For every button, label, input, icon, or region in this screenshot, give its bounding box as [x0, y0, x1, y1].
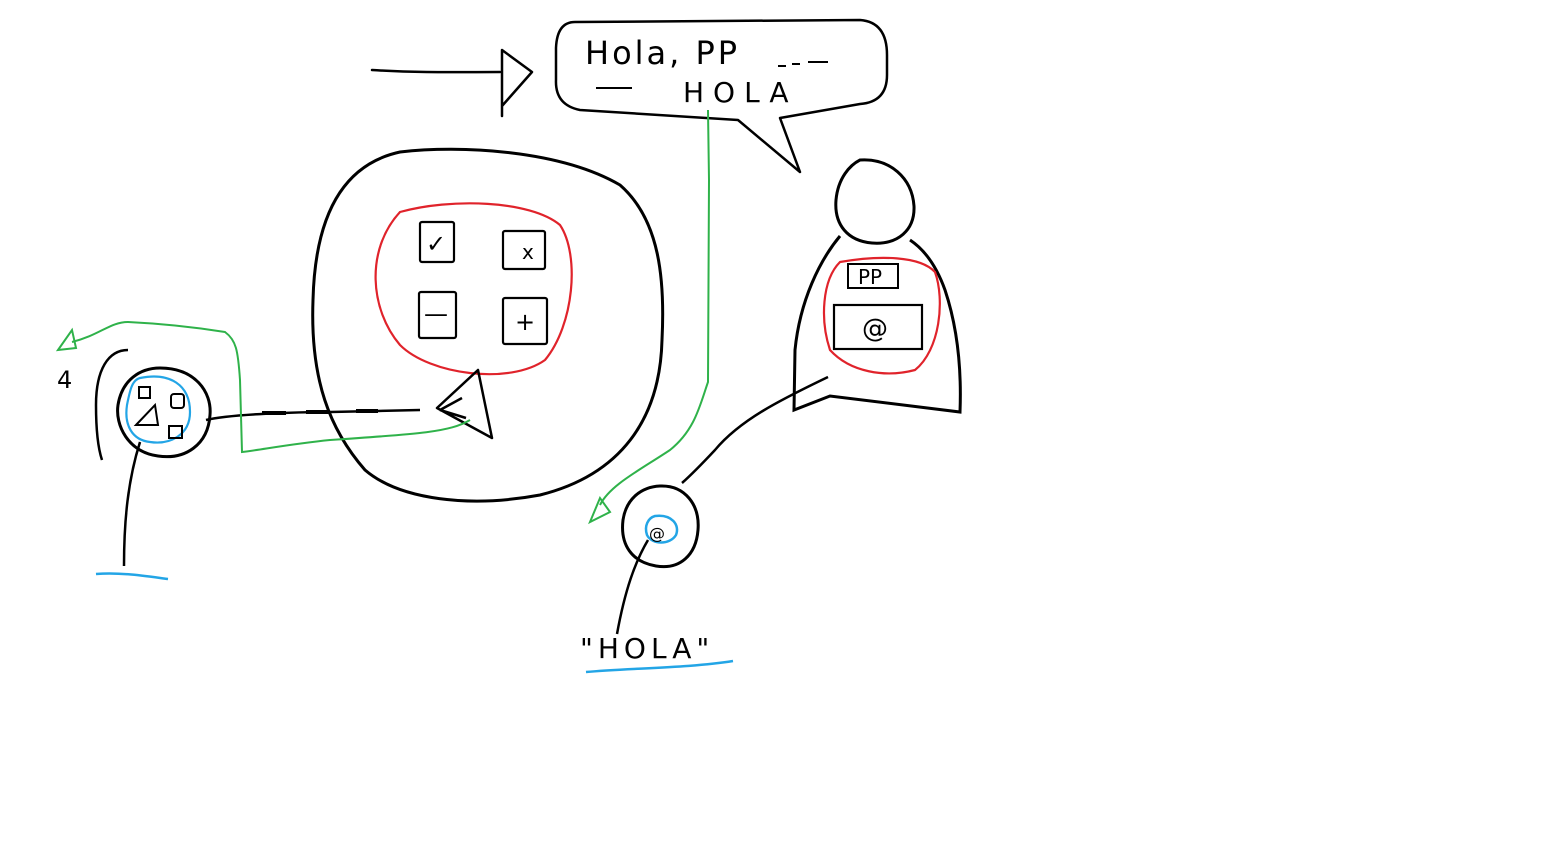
- small-dial-inner: [125, 375, 192, 444]
- dial-option-square-2[interactable]: [170, 393, 185, 409]
- dial-option-square-3[interactable]: [168, 425, 183, 439]
- person-body: [792, 235, 962, 414]
- small-dial-underline: [95, 572, 169, 581]
- speech-bubble-outline: [554, 18, 889, 174]
- small-dial-side-glyph: 4: [57, 366, 72, 394]
- main-panel-outline: [311, 147, 665, 503]
- pointer-triangle-icon: [435, 368, 494, 440]
- at-node-symbol: @: [649, 524, 665, 543]
- at-node: @ "HOLA": [580, 484, 734, 674]
- person-name-label: PP: [858, 265, 882, 289]
- at-node-inner: [644, 514, 679, 544]
- megaphone-arrow: [370, 48, 534, 118]
- small-dial-bracket: [94, 348, 129, 461]
- at-node-underline: [585, 659, 734, 674]
- main-panel: ✓ x — +: [311, 147, 665, 503]
- at-icon: @: [862, 314, 888, 344]
- speech-bubble-dashes: [596, 61, 828, 89]
- speech-bubble-hola: HOLA: [683, 76, 798, 109]
- small-dial-stem: [122, 441, 142, 567]
- person-email-field[interactable]: [832, 303, 924, 351]
- button-group-outline: [374, 202, 573, 376]
- small-dial-outline: [116, 366, 212, 459]
- dial-to-panel-dashes: [262, 409, 378, 415]
- flow-arrow-green-bubble: [588, 109, 711, 525]
- minus-icon: —: [424, 300, 448, 328]
- person-card-outline: [822, 256, 941, 375]
- dial-pointer-icon: [133, 402, 160, 426]
- minus-button[interactable]: [417, 290, 458, 340]
- close-icon: x: [522, 240, 534, 264]
- speech-bubble-greeting: Hola, PP: [585, 34, 740, 72]
- small-dial: 4: [57, 348, 212, 581]
- person-name-badge[interactable]: [847, 263, 899, 289]
- at-node-outline: [621, 484, 700, 569]
- plus-icon: +: [515, 308, 535, 336]
- speech-bubble: Hola, PP HOLA: [554, 18, 889, 174]
- person-head: [834, 158, 916, 245]
- megaphone-icon: [500, 48, 534, 118]
- dial-option-square-1[interactable]: [138, 386, 151, 399]
- person-to-node-connector: [681, 375, 829, 484]
- person-figure: PP @: [681, 158, 962, 484]
- button-grid: [417, 220, 549, 346]
- check-icon: ✓: [426, 230, 446, 258]
- flow-arrow-green-loop: [55, 320, 471, 454]
- at-node-quote-label: "HOLA": [580, 632, 714, 665]
- close-button[interactable]: [501, 229, 547, 271]
- at-node-stem: [615, 539, 650, 635]
- arrow-line: [370, 68, 502, 74]
- plus-button[interactable]: [501, 296, 549, 346]
- check-button[interactable]: [418, 220, 456, 264]
